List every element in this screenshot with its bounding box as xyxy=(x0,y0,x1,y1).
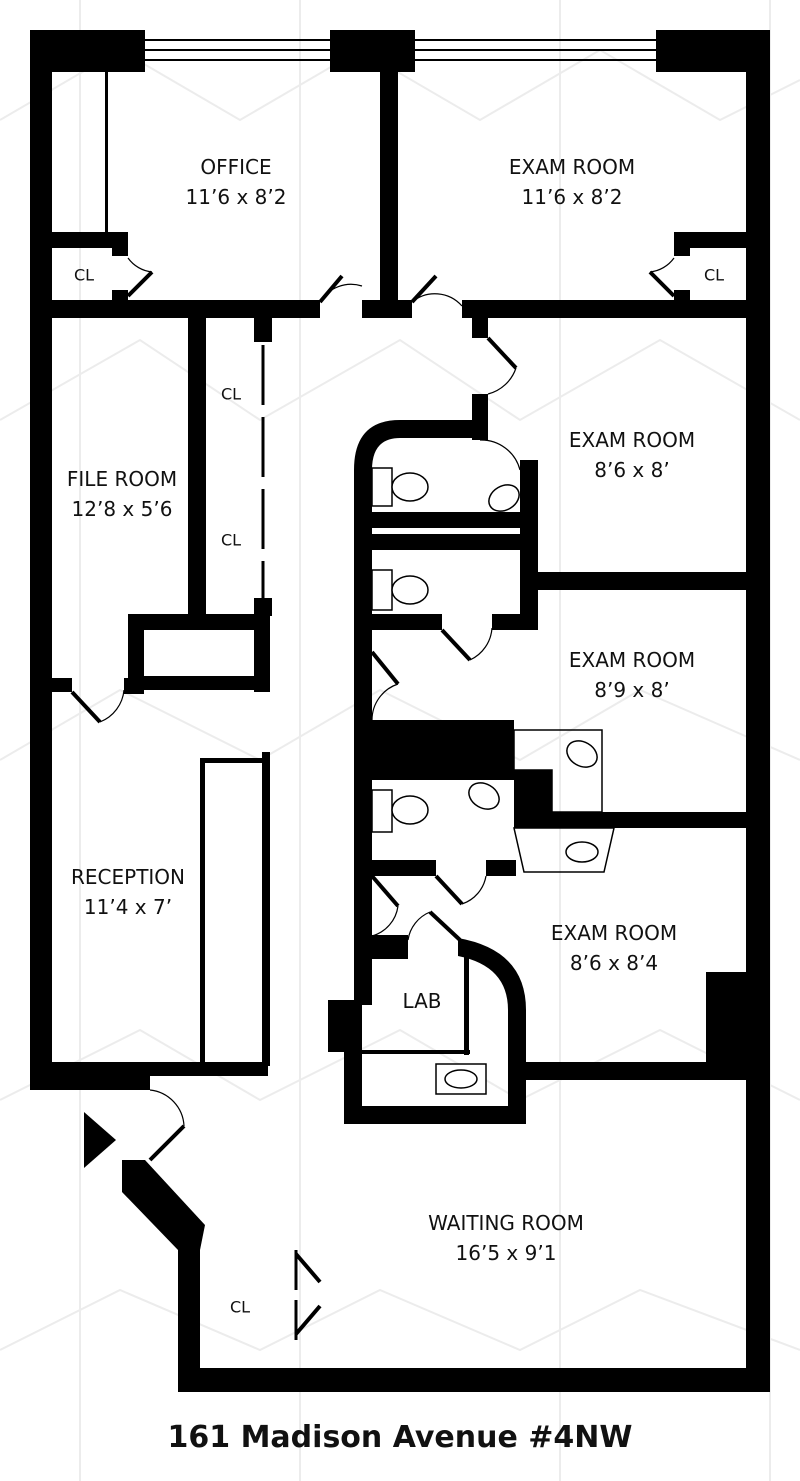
interior-walls xyxy=(52,60,746,1124)
closet-label: CL xyxy=(73,265,95,285)
closet-label: CL xyxy=(220,530,242,550)
room-dimensions: 8’9 x 8’ xyxy=(594,678,670,702)
room-name: EXAM ROOM xyxy=(508,155,636,179)
windows xyxy=(145,39,656,61)
room-name: FILE ROOM xyxy=(66,467,178,491)
toilet-fixture xyxy=(371,467,429,507)
room-name: EXAM ROOM xyxy=(550,921,678,945)
room-label-office: OFFICE 11’6 x 8’2 xyxy=(186,152,287,212)
room-label-file-room: FILE ROOM 12’8 x 5’6 xyxy=(67,464,177,524)
room-label-exam-1: EXAM ROOM 11’6 x 8’2 xyxy=(509,152,635,212)
room-label-exam-2: EXAM ROOM 8’6 x 8’ xyxy=(569,425,695,485)
closet-label: CL xyxy=(229,1297,251,1317)
room-name: LAB xyxy=(402,989,442,1013)
address-caption: 161 Madison Avenue #4NW xyxy=(167,1420,633,1455)
exterior-walls xyxy=(30,30,770,1392)
room-label-exam-3: EXAM ROOM 8’9 x 8’ xyxy=(569,645,695,705)
room-label-lab: LAB xyxy=(402,986,441,1016)
toilet-fixture xyxy=(371,789,429,833)
closet-label: CL xyxy=(703,265,725,285)
sink-fixture xyxy=(435,1063,487,1095)
toilet-fixture xyxy=(371,569,429,611)
room-label-waiting-room: WAITING ROOM 16’5 x 9’1 xyxy=(428,1208,584,1268)
room-label-exam-4: EXAM ROOM 8’6 x 8’4 xyxy=(551,918,677,978)
sink-fixture xyxy=(488,484,520,512)
room-dimensions: 8’6 x 8’ xyxy=(594,458,670,482)
room-name: EXAM ROOM xyxy=(568,648,696,672)
sink-fixture xyxy=(513,827,615,873)
sink-fixture xyxy=(513,729,603,813)
room-name: WAITING ROOM xyxy=(428,1211,584,1235)
sink-fixture xyxy=(468,782,500,810)
room-dimensions: 11’6 x 8’2 xyxy=(185,185,287,209)
room-name: RECEPTION xyxy=(70,865,186,889)
room-name: EXAM ROOM xyxy=(568,428,696,452)
room-label-reception: RECEPTION 11’4 x 7’ xyxy=(71,862,185,922)
room-dimensions: 12’8 x 5’6 xyxy=(71,497,173,521)
closet-label: CL xyxy=(220,384,242,404)
door-swings xyxy=(70,257,676,1336)
entrance-arrow-icon xyxy=(84,1112,116,1168)
room-name: OFFICE xyxy=(200,155,272,179)
room-dimensions: 11’6 x 8’2 xyxy=(521,185,623,209)
room-dimensions: 16’5 x 9’1 xyxy=(455,1241,557,1265)
fixtures xyxy=(371,467,615,1095)
room-dimensions: 11’4 x 7’ xyxy=(83,895,173,919)
room-dimensions: 8’6 x 8’4 xyxy=(569,951,659,975)
